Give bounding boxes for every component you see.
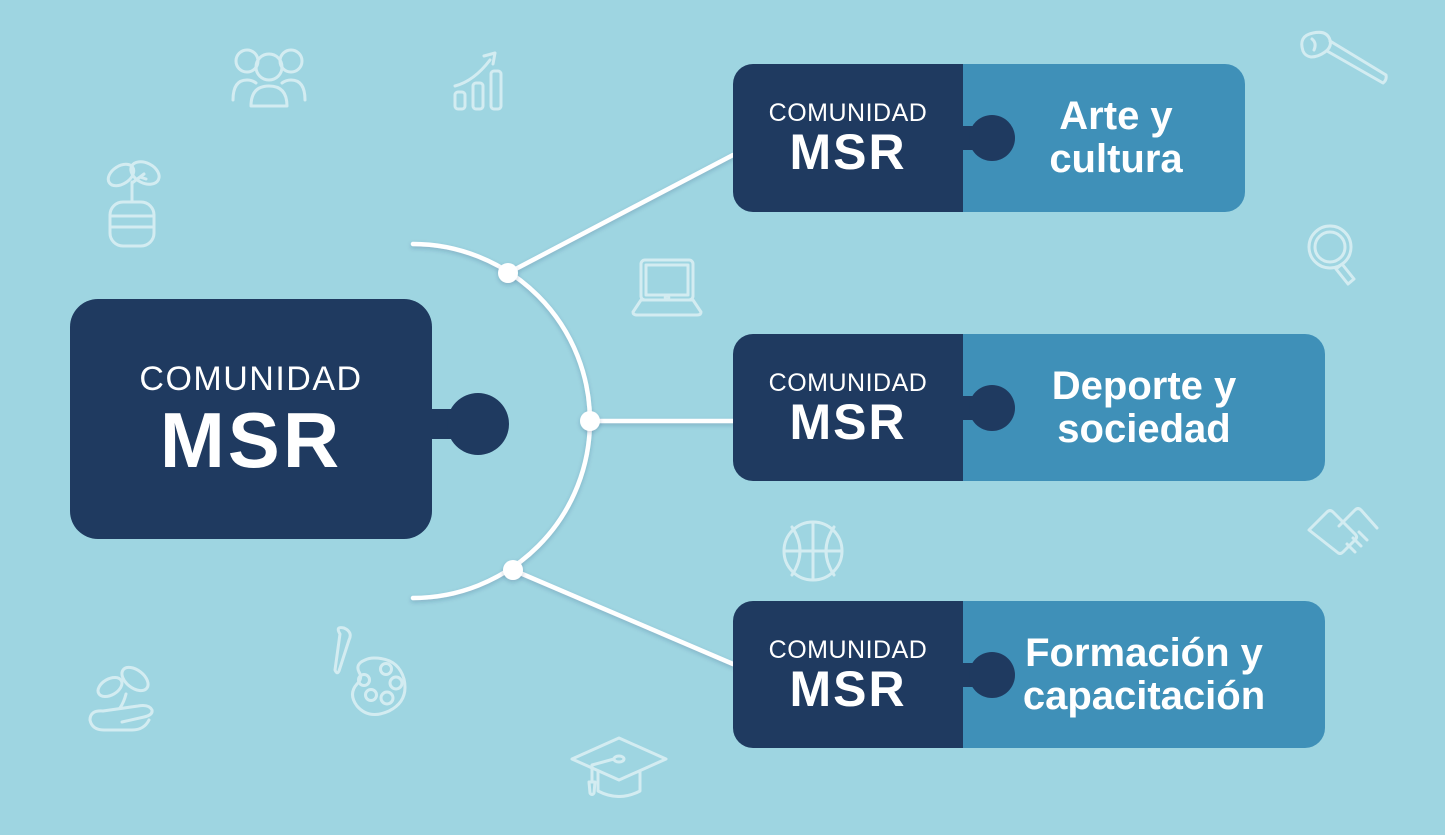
branch-brand-msr: MSR	[789, 124, 907, 180]
people-group-icon	[230, 44, 308, 110]
branch-brand-comunidad: COMUNIDAD	[768, 635, 928, 664]
branch-brand-comunidad: COMUNIDAD	[768, 99, 928, 127]
branch-label-formacion: Formación y capacitación	[963, 601, 1325, 748]
branch-label-line1: Arte y	[1059, 94, 1173, 139]
center-puzzle-knob	[447, 393, 509, 455]
connector-dot-arte	[498, 263, 518, 283]
branch-brand-msr: MSR	[789, 393, 907, 450]
branch-knob	[969, 385, 1015, 431]
branch-brand-block: COMUNIDAD MSR	[733, 334, 963, 481]
branch-label-line1: Deporte y	[1051, 363, 1237, 408]
graduation-cap-icon	[568, 734, 670, 806]
branch-label-line2: capacitación	[1022, 673, 1266, 718]
connector-dot-formacion	[503, 560, 523, 580]
branch-brand-msr: MSR	[789, 660, 907, 717]
branch-label-deporte: Deporte y sociedad	[963, 334, 1325, 481]
branch-deporte-y-sociedad: Deporte y sociedad COMUNIDAD MSR	[733, 334, 1325, 481]
branch-label-line2: cultura	[1049, 137, 1183, 181]
branch-arte-y-cultura: Arte y cultura COMUNIDAD MSR	[733, 64, 1245, 212]
connector-line-arte	[505, 152, 736, 276]
magnifier-icon	[1304, 222, 1364, 286]
center-brand-msr: MSR	[159, 396, 343, 485]
paintbrush-icon	[1296, 30, 1390, 94]
handshake-icon	[1303, 500, 1383, 570]
palette-icon	[326, 624, 410, 724]
laptop-icon	[626, 258, 708, 322]
branch-label-line1: Formación y	[1025, 630, 1263, 675]
connector-dot-deporte	[580, 411, 600, 431]
center-brand-comunidad: COMUNIDAD	[139, 360, 363, 399]
center-puzzle-piece: COMUNIDAD MSR	[70, 299, 432, 539]
basketball-icon	[781, 519, 845, 583]
branch-label-line2: sociedad	[1057, 406, 1231, 451]
branch-knob	[969, 115, 1015, 161]
branch-brand-comunidad: COMUNIDAD	[768, 368, 928, 397]
plant-pot-icon	[102, 150, 162, 248]
branch-knob	[969, 652, 1015, 698]
growth-chart-icon	[452, 46, 506, 112]
sprout-hand-icon	[86, 654, 166, 738]
center-puzzle-knob-neck	[420, 409, 452, 439]
connector-line-formacion	[510, 567, 736, 667]
branch-brand-block: COMUNIDAD MSR	[733, 64, 963, 212]
branch-formacion-y-capacitacion: Formación y capacitación COMUNIDAD MSR	[733, 601, 1325, 748]
branch-brand-block: COMUNIDAD MSR	[733, 601, 963, 748]
